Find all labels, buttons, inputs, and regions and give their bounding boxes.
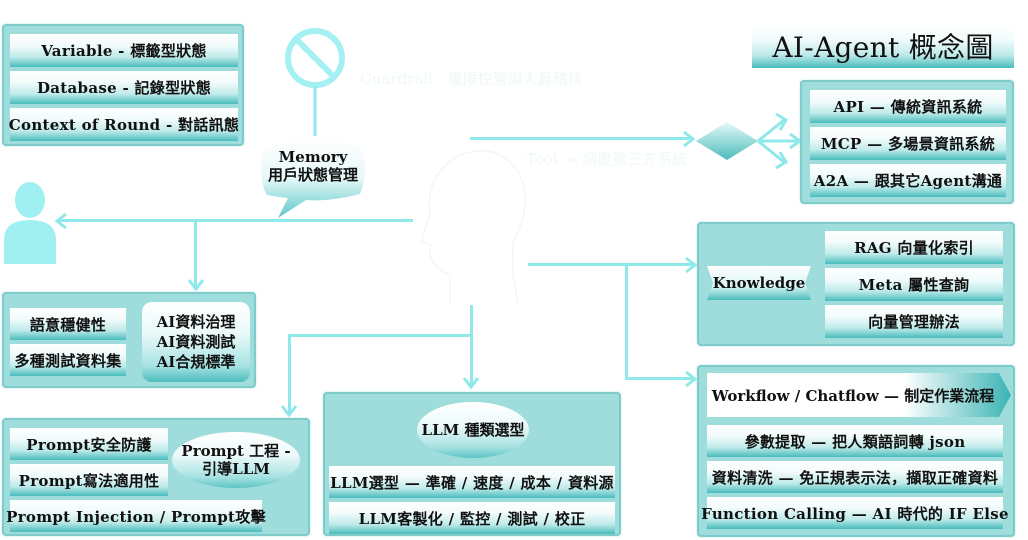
governance-item: 語意穩健性 — [10, 308, 126, 340]
memory-item: Context of Round - 對話訊態 — [9, 108, 239, 141]
connector — [470, 137, 690, 140]
knowledge-panel: Knowledge RAG 向量化索引 Meta 屬性查詢 向量管理辦法 — [697, 222, 1015, 346]
connector — [288, 334, 472, 337]
arrow-right-icon — [685, 256, 698, 274]
tool-label: Tool — 調度第三方系統 — [526, 150, 688, 168]
arrow-left-icon — [54, 212, 67, 230]
memory-panel: Variable - 標籤型狀態 Database - 記錄型狀態 Contex… — [2, 24, 244, 146]
arrow-right-icon — [683, 130, 696, 148]
speech-bubble-shape — [261, 139, 365, 218]
knowledge-ribbon-shape — [707, 266, 811, 300]
knowledge-item: 向量管理辦法 — [825, 305, 1003, 338]
prompt-label: Prompt 工程 - — [181, 442, 291, 460]
governance-item: 多種測試資料集 — [10, 344, 126, 376]
diagram-title: AI-Agent 概念圖 — [752, 24, 1014, 68]
tool-diamond-shape — [696, 112, 803, 170]
connector — [625, 264, 628, 380]
prompt-label: 引導LLM — [202, 460, 270, 478]
prohibited-icon — [285, 28, 345, 136]
connector — [288, 334, 291, 414]
connector — [194, 220, 197, 288]
tool-item: API — 傳統資訊系統 — [810, 90, 1006, 123]
prompt-item: Prompt安全防護 — [10, 428, 168, 460]
arrow-right-icon — [685, 370, 698, 388]
governance-label: AI資料治理 — [156, 313, 236, 331]
guardrail-label: Guardrail - 權限控管與人員稽核 — [360, 70, 583, 88]
llm-item: LLM選型 — 準確 / 速度 / 成本 / 資料源 — [329, 466, 615, 498]
workflow-header: Workflow / Chatflow — 制定作業流程 — [711, 386, 995, 405]
tool-item: MCP — 多場景資訊系統 — [810, 127, 1006, 160]
user-icon — [4, 182, 56, 264]
arrow-down-icon — [462, 377, 480, 390]
memory-subtitle: 用戶狀態管理 — [267, 166, 358, 184]
tool-item: A2A — 跟其它Agent溝通 — [810, 164, 1006, 197]
memory-item: Database - 記錄型狀態 — [10, 71, 238, 104]
memory-title: Memory — [278, 148, 348, 166]
workflow-header-shape — [707, 373, 1011, 417]
knowledge-item: RAG 向量化索引 — [825, 231, 1003, 264]
workflow-panel: Workflow / Chatflow — 制定作業流程 參數提取 — 把人類語… — [697, 365, 1015, 537]
governance-label: AI合規標準 — [156, 353, 236, 371]
arrow-down-icon — [187, 279, 205, 292]
connector — [625, 377, 692, 380]
governance-panel: 語意穩健性 多種測試資料集 AI資料治理 AI資料測試 AI合規標準 — [2, 292, 256, 388]
tool-panel: API — 傳統資訊系統 MCP — 多場景資訊系統 A2A — 跟其它Agen… — [800, 80, 1014, 204]
connector — [58, 219, 413, 222]
prompt-panel: Prompt安全防護 Prompt寫法適用性 Prompt Injection … — [2, 418, 310, 536]
governance-label: AI資料測試 — [156, 333, 236, 351]
workflow-item: Function Calling — AI 時代的 IF Else — [701, 497, 1009, 529]
connector — [528, 263, 692, 266]
memory-item: Variable - 標籤型狀態 — [10, 34, 238, 67]
prompt-item: Prompt Injection / Prompt攻擊 — [6, 500, 266, 532]
prompt-item: Prompt寫法適用性 — [10, 464, 168, 496]
workflow-item: 參數提取 — 把人類語詞轉 json — [707, 425, 1003, 457]
prompt-label-oval: Prompt 工程 - 引導LLM — [172, 432, 300, 488]
workflow-item: 資料清洗 — 免正規表示法，擷取正確資料 — [707, 461, 1003, 493]
memory-bubble-text: Memory 用戶狀態管理 — [262, 148, 364, 184]
governance-label-box: AI資料治理 AI資料測試 AI合規標準 — [142, 302, 250, 382]
llm-label-oval: LLM 種類選型 — [417, 402, 529, 458]
knowledge-item: Meta 屬性查詢 — [825, 268, 1003, 301]
llm-panel: LLM 種類選型 LLM選型 — 準確 / 速度 / 成本 / 資料源 LLM客… — [323, 392, 621, 536]
connector — [470, 305, 473, 385]
arrow-down-icon — [280, 405, 298, 418]
knowledge-label: Knowledge — [712, 274, 806, 292]
llm-item: LLM客製化 / 監控 / 測試 / 校正 — [329, 502, 615, 534]
agent-head-icon — [421, 150, 526, 304]
